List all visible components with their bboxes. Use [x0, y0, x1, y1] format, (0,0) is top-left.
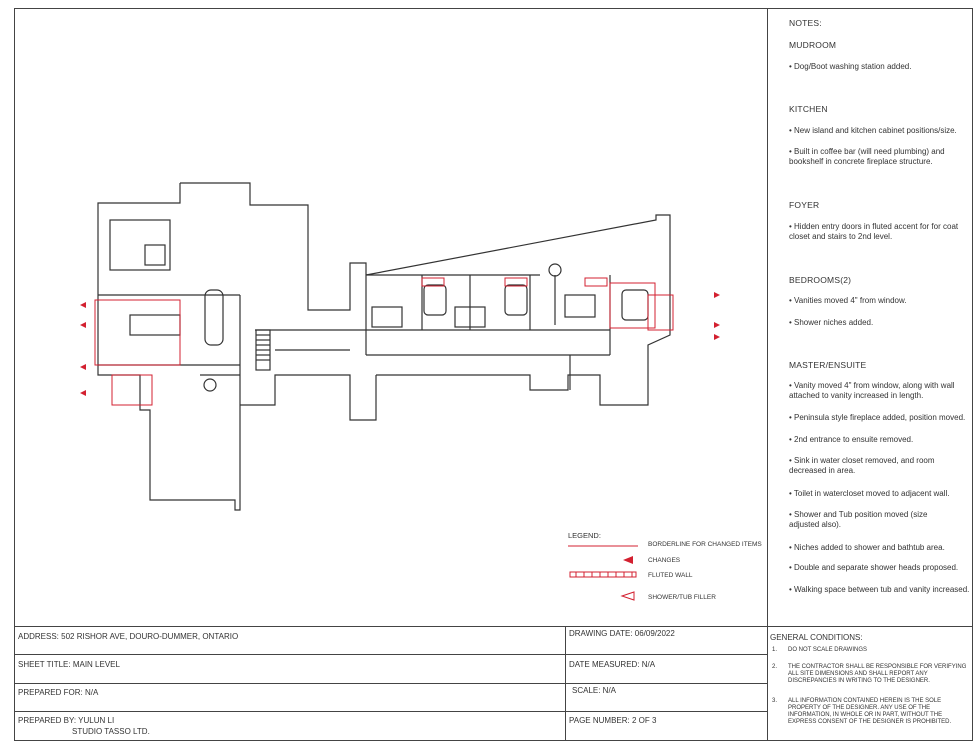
title-row-line-2 — [14, 683, 767, 684]
notes-item: • Dog/Boot washing station added. — [789, 62, 912, 71]
prepared-by-company: STUDIO TASSO LTD. — [72, 727, 150, 736]
condition-text: DO NOT SCALE DRAWINGS — [788, 647, 868, 653]
page-number: PAGE NUMBER: 2 OF 3 — [569, 716, 657, 725]
title-row-line-1 — [14, 654, 767, 655]
notes-item: • Walking space between tub and vanity i… — [789, 585, 970, 594]
notes-item: • 2nd entrance to ensuite removed. — [789, 435, 914, 444]
notes-heading-master-ensuite: MASTER/ENSUITE — [789, 360, 867, 370]
general-conditions-title: GENERAL CONDITIONS: — [770, 633, 863, 642]
notes-item: • Toilet in watercloset moved to adjacen… — [789, 489, 950, 498]
condition-number: 3. — [772, 698, 778, 704]
date-measured: DATE MEASURED: N/A — [569, 660, 656, 669]
legend-title: LEGEND: — [568, 531, 601, 540]
notes-divider — [767, 8, 768, 741]
notes-item: • Double and separate shower heads propo… — [789, 563, 959, 572]
notes-heading-mudroom: MUDROOM — [789, 40, 837, 50]
legend-symbols — [568, 545, 638, 601]
notes-item: • New island and kitchen cabinet positio… — [789, 126, 957, 135]
notes-item: • Shower niches added. — [789, 318, 874, 327]
legend-fluted-wall: FLUTED WALL — [648, 572, 693, 579]
notes-item: • Built in coffee bar (will need plumbin… — [789, 147, 945, 166]
legend-changes: CHANGES — [648, 557, 681, 564]
condition-number: 2. — [772, 664, 778, 670]
notes-heading-bedrooms: BEDROOMS(2) — [789, 275, 852, 285]
title-block-divider — [14, 626, 973, 627]
main-level-floor-plan — [80, 182, 720, 511]
prepared-for: PREPARED FOR: N/A — [18, 688, 99, 697]
condition-text: THE CONTRACTOR SHALL BE RESPONSIBLE FOR … — [788, 664, 967, 684]
address: ADDRESS: 502 RISHOR AVE, DOURO-DUMMER, O… — [18, 632, 239, 641]
sheet-border — [14, 8, 973, 741]
legend-shower-tub-filler: SHOWER/TUB FILLER — [648, 594, 716, 601]
title-row-line-3 — [14, 711, 767, 712]
condition-text: ALL INFORMATION CONTAINED HEREIN IS THE … — [788, 698, 952, 725]
notes-item: • Peninsula style fireplace added, posit… — [789, 413, 966, 422]
notes-item: • Niches added to shower and bathtub are… — [789, 543, 945, 552]
notes-heading-kitchen: KITCHEN — [789, 104, 828, 114]
notes-title: NOTES: — [789, 18, 822, 28]
sheet-title: SHEET TITLE: MAIN LEVEL — [18, 660, 120, 669]
notes-item: • Vanities moved 4" from window. — [789, 296, 907, 305]
prepared-by: PREPARED BY: YULUN LI — [18, 716, 115, 725]
drawing-date: DRAWING DATE: 06/09/2022 — [569, 629, 675, 638]
condition-number: 1. — [772, 647, 778, 653]
scale: SCALE: N/A — [572, 686, 617, 695]
notes-item: • Sink in water closet removed, and room… — [789, 456, 935, 475]
notes-heading-foyer: FOYER — [789, 200, 820, 210]
legend-borderline: BORDERLINE FOR CHANGED ITEMS — [648, 541, 762, 548]
notes-item: • Vanity moved 4" from window, along wit… — [789, 381, 955, 400]
notes-item: • Hidden entry doors in fluted accent fo… — [789, 222, 959, 241]
notes-item: • Shower and Tub position moved (size ad… — [789, 510, 928, 529]
